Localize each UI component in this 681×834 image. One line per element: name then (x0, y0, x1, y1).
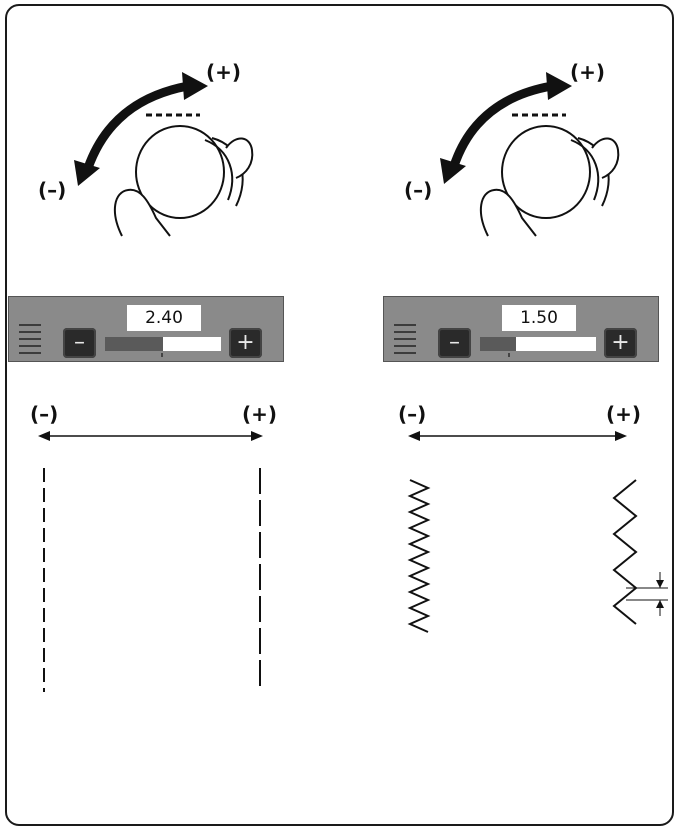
curved-arrow-icon (83, 81, 189, 170)
knob-icon (501, 125, 591, 219)
right-knob-minus-label: (–) (404, 178, 433, 202)
right-scale-minus-label: (–) (398, 402, 427, 426)
right-knob-group (440, 72, 620, 237)
left-knob-group (74, 72, 254, 237)
length-bar (105, 337, 221, 351)
left-knob-plus-label: (+) (206, 60, 242, 84)
length-bar-fill (480, 337, 516, 351)
curved-arrow-icon (449, 81, 553, 168)
bar-tick (508, 353, 510, 357)
plus-button[interactable]: + (604, 328, 637, 358)
curved-arrow-head-plus (182, 72, 208, 100)
right-scale-plus-label: (+) (606, 402, 642, 426)
minus-button[interactable]: – (63, 328, 96, 358)
hand-icon (479, 188, 537, 237)
minus-button[interactable]: – (438, 328, 471, 358)
stitch-length-indicator (626, 572, 668, 616)
curved-arrow-head-minus (74, 160, 100, 186)
left-scale-plus-label: (+) (242, 402, 278, 426)
curved-arrow-head-minus (440, 158, 466, 184)
menu-lines-icon (19, 324, 41, 359)
right-knob-plus-label: (+) (570, 60, 606, 84)
value-display: 2.40 (127, 305, 201, 331)
right-stitch-length-panel: – 1.50 + (383, 296, 659, 362)
left-scale-arrow (38, 431, 263, 441)
right-scale-arrow (408, 431, 627, 441)
zigzag-stitch-sparse (612, 479, 638, 625)
plus-button[interactable]: + (229, 328, 262, 358)
menu-lines-icon (394, 324, 416, 359)
left-scale-minus-label: (–) (30, 402, 59, 426)
bar-tick (161, 353, 163, 357)
value-display: 1.50 (502, 305, 576, 331)
left-knob-minus-label: (–) (38, 178, 67, 202)
zigzag-stitch-dense (407, 479, 431, 633)
curved-arrow-head-plus (546, 72, 572, 100)
length-bar (480, 337, 596, 351)
figure-frame (5, 4, 674, 826)
knob-icon (135, 125, 225, 219)
left-stitch-length-panel: – 2.40 + (8, 296, 284, 362)
hand-icon (113, 188, 171, 237)
length-bar-fill (105, 337, 163, 351)
